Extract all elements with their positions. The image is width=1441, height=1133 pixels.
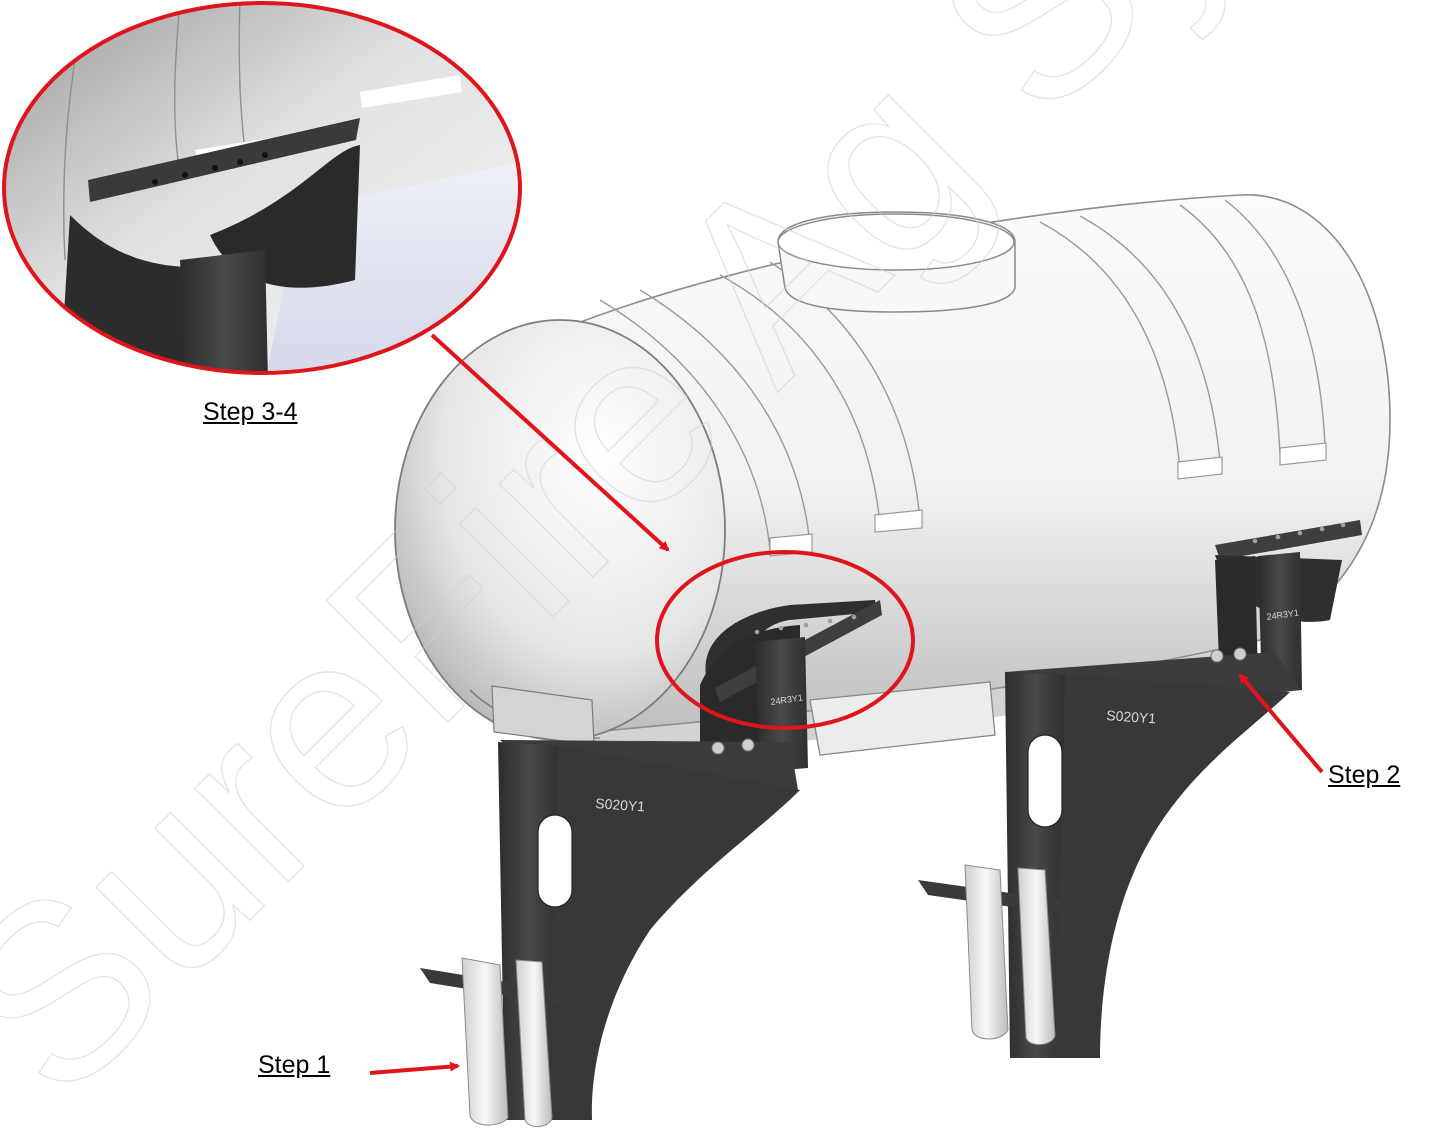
step-2-label: Step 2 [1328, 761, 1401, 789]
bracket-part-code: S020Y1 [595, 795, 646, 814]
rear-bracket: S020Y1 [918, 652, 1300, 1058]
bracket-part-code-rear: S020Y1 [1106, 707, 1157, 726]
front-bracket: S020Y1 [420, 740, 800, 1127]
mounting-hardware [711, 647, 1247, 755]
u-bolt-front [461, 957, 553, 1127]
step-1-label: Step 1 [258, 1051, 331, 1079]
arrow-step-2 [1238, 673, 1324, 774]
step-3-4-label: Step 3-4 [203, 398, 298, 426]
callout-arrows [369, 333, 1324, 1075]
detail-circle [2, 1, 522, 375]
detail-inset [2, 1, 522, 375]
focus-circle [655, 550, 915, 730]
u-bolt-rear [964, 864, 1056, 1045]
arrow-step-1 [369, 1061, 460, 1075]
front-saddle: 24R3Y1 [700, 600, 882, 772]
arrow-step-3-4 [430, 333, 670, 552]
saddle-part-code-rear: 24R3Y1 [1266, 608, 1300, 622]
saddle-part-code: 24R3Y1 [770, 693, 804, 707]
